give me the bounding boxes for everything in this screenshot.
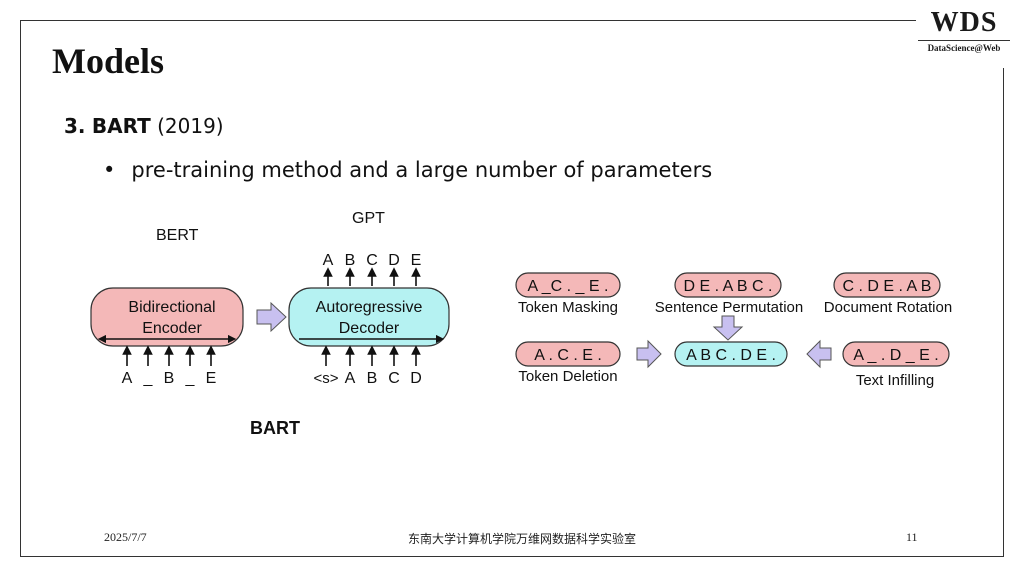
decoder-input-token: B — [367, 370, 378, 387]
document-rotation-box — [833, 272, 941, 298]
encoder-to-decoder-arrow — [256, 301, 287, 333]
frame-top-line — [20, 20, 916, 21]
sentence-permutation-sequence: D E . A B C . — [684, 278, 773, 295]
decoder-text-line1: Autoregressive — [316, 299, 423, 316]
encoder-input-token: E — [206, 370, 217, 387]
original-sequence-box — [674, 341, 788, 367]
decoder-output-token: A — [323, 252, 334, 269]
section-heading: 3. BART (2019) — [64, 114, 224, 138]
frame-left-line — [20, 20, 21, 556]
document-rotation-sequence: C . D E . A B — [843, 278, 932, 295]
decoder-output-token: E — [411, 252, 422, 269]
footer-page-number: 11 — [906, 530, 918, 544]
heading-name: BART — [91, 114, 151, 138]
gpt-label: GPT — [352, 210, 385, 227]
encoder-input-token: _ — [143, 370, 154, 387]
text-infilling-sequence: A _ . D _ E . — [853, 347, 938, 364]
infilling-to-original-arrow — [806, 339, 832, 369]
bullet-dot: • — [103, 158, 116, 182]
token-masking-box — [515, 272, 621, 298]
document-rotation-label: Document Rotation — [824, 299, 952, 316]
decoder-input-token: D — [410, 370, 422, 387]
bart-label: BART — [250, 418, 300, 438]
encoder-input-token: A — [122, 370, 133, 387]
footer-date: 2025/7/7 — [104, 530, 147, 544]
decoder-output-token: C — [366, 252, 378, 269]
page-title: Models — [52, 41, 164, 81]
logo-rule — [918, 40, 1010, 41]
original-sequence: A B C . D E . — [686, 347, 776, 364]
logo-subtitle: DataScience@Web — [927, 43, 1001, 53]
encoder-text-line1: Bidirectional — [128, 299, 215, 316]
text-infilling-label: Text Infilling — [856, 372, 934, 389]
frame-bottom-line — [20, 556, 1004, 557]
decoder-input-token: A — [345, 370, 356, 387]
decoder-text-line2: Decoder — [339, 320, 400, 337]
encoder-input-token: B — [164, 370, 175, 387]
token-masking-label: Token Masking — [518, 299, 618, 316]
decoder-input-token: C — [388, 370, 400, 387]
encoder-input-token: _ — [185, 370, 196, 387]
decoder-input-token: <s> — [313, 370, 338, 387]
decoder-output-arrows — [323, 267, 421, 286]
encoder-input-arrows — [122, 345, 216, 366]
bullet-text: pre-training method and a large number o… — [131, 158, 713, 182]
decoder-output-token: B — [345, 252, 356, 269]
sentence-permutation-box — [674, 272, 782, 298]
logo-title: WDS — [930, 7, 998, 38]
decoder-box — [288, 287, 450, 347]
heading-number: 3. — [64, 114, 86, 138]
text-infilling-box — [842, 341, 950, 367]
wds-logo: WDS DataScience@Web — [916, 8, 1012, 53]
footer-lab-name: 东南大学计算机学院万维网数据科学实验室 — [408, 532, 637, 546]
encoder-box — [90, 287, 244, 347]
encoder-text-line2: Encoder — [142, 320, 202, 337]
decoder-output-token: D — [388, 252, 400, 269]
sentence-permutation-label: Sentence Permutation — [655, 299, 803, 316]
token-masking-sequence: A _C . _ E . — [528, 278, 609, 295]
heading-year: (2019) — [157, 114, 224, 138]
token-deletion-label: Token Deletion — [518, 368, 617, 385]
token-deletion-sequence: A . C . E . — [534, 347, 602, 364]
frame-right-line — [1003, 68, 1004, 556]
bullet-item: • pre-training method and a large number … — [103, 158, 712, 182]
deletion-to-original-arrow — [636, 339, 662, 369]
bert-label: BERT — [156, 227, 199, 244]
token-deletion-box — [515, 341, 621, 367]
permutation-to-original-arrow — [712, 315, 744, 341]
decoder-input-arrows — [321, 345, 421, 366]
